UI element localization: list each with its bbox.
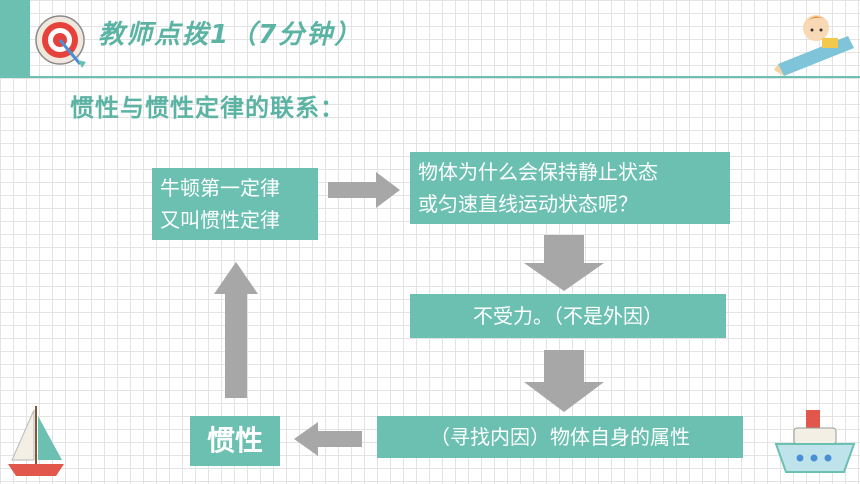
question-box: 物体为什么会保持静止状态 或匀速直线运动状态呢？ [410,152,730,224]
newton-line-2: 又叫惯性定律 [160,208,280,232]
newton-line-1: 牛顿第一定律 [160,176,280,200]
section-heading: 惯性与惯性定律的联系： [70,94,345,122]
page-title: 教师点拨1（7分钟） [98,20,363,50]
arrow-down-icon [524,235,604,291]
ship-icon [774,410,856,473]
intrinsic-property-box: （寻找内因）物体自身的属性 [377,416,743,458]
arrow-down-icon [524,350,604,412]
target-icon [35,15,86,68]
sailboat-icon [8,406,64,476]
inertia-box: 惯性 [190,416,280,466]
inertia-text: 惯性 [206,424,263,457]
newton-first-law-box: 牛顿第一定律 又叫惯性定律 [152,168,318,240]
arrow-left-icon [294,422,362,456]
question-line-2: 或匀速直线运动状态呢？ [418,192,638,216]
arrow-right-icon [328,172,400,208]
intrinsic-text: （寻找内因）物体自身的属性 [430,425,690,449]
no-force-box: 不受力。（不是外因） [410,294,726,338]
header-accent-bar [0,0,30,78]
girl-on-pencil-icon [774,15,854,76]
header-divider [30,76,860,78]
arrow-up-icon [214,262,258,398]
no-force-text: 不受力。（不是外因） [473,304,663,328]
question-line-1: 物体为什么会保持静止状态 [418,160,658,184]
